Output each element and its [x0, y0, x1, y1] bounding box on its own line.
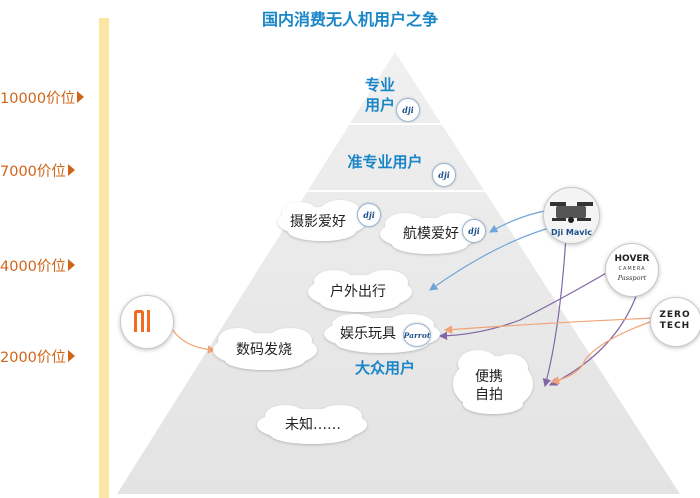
cloud-outdoor [308, 270, 412, 312]
cloud-photography [278, 200, 366, 241]
cloud-portable-line2: 自拍 [475, 387, 503, 403]
triangle-right-icon [77, 91, 85, 103]
price-axis-bar [99, 18, 109, 498]
cloud-portable [453, 350, 533, 414]
brand-zerotech-line1: ZERO [659, 310, 691, 320]
tier-professional: 专业 用户 [355, 75, 405, 115]
brand-mi [120, 295, 174, 349]
tier-professional-line1: 专业 [364, 76, 395, 94]
price-level-label: 7000价位 [0, 163, 66, 180]
cloud-model-aircraft-label: 航模爱好 [403, 226, 459, 242]
price-level-label: 2000价位 [0, 349, 66, 366]
brand-hover: HOVER CAMERA Passport [605, 243, 659, 297]
diagram-title: 国内消费无人机用户之争 [261, 10, 438, 29]
cloud-unknown-label: 未知…… [285, 417, 341, 433]
brand-zerotech-line2: TECH [659, 321, 691, 331]
brand-hover-line3: Passport [617, 274, 647, 282]
arrow-hover-to-toys [438, 267, 616, 341]
cloud-portable-label: 便携 自拍 [475, 368, 503, 404]
tier-mass: 大众用户 [354, 359, 415, 377]
dji-logo-icon: dji [357, 203, 381, 227]
brand-zerotech: ZERO TECH [650, 297, 700, 347]
price-level-10000: 10000价位 [0, 87, 85, 107]
cloud-digital-label: 数码发烧 [236, 342, 292, 358]
arrow-mi-to-digital [167, 321, 217, 354]
arrow-zerotech-to-toys [443, 317, 656, 334]
tier-professional-line2: 用户 [364, 96, 395, 114]
price-level-7000: 7000价位 [0, 160, 75, 180]
price-level-4000: 4000价位 [0, 255, 75, 275]
brand-hover-line1: HOVER [614, 254, 650, 264]
cloud-portable-line1: 便携 [475, 369, 503, 385]
brand-dji-mavic-label: Dji Mavic [551, 228, 592, 237]
price-level-2000: 2000价位 [0, 346, 75, 366]
brand-dji-mavic: Dji Mavic [543, 187, 600, 244]
cloud-toys-label: 娱乐玩具 [340, 326, 396, 342]
dji-logo-icon: dji [462, 219, 486, 243]
arrow-hover-to-portable [548, 284, 641, 386]
triangle-right-icon [67, 350, 75, 362]
cloud-unknown [257, 405, 367, 444]
price-level-label: 10000价位 [0, 90, 76, 107]
price-level-label: 4000价位 [0, 258, 66, 275]
triangle-right-icon [67, 259, 75, 271]
arrow-zerotech-to-portable [550, 321, 651, 385]
cloud-digital [213, 328, 317, 370]
parrot-logo-icon: Parrot [403, 323, 431, 347]
brand-hover-line2: CAMERA [618, 266, 646, 272]
drone-icon [550, 202, 593, 223]
tier-semi-professional: 准专业用户 [347, 153, 423, 171]
cloud-outdoor-label: 户外出行 [330, 284, 386, 300]
dji-logo-icon: dji [432, 163, 456, 187]
triangle-right-icon [67, 164, 75, 176]
arrow-mavic-to-portable [542, 235, 567, 388]
cloud-photography-label: 摄影爱好 [290, 214, 346, 230]
mi-logo-icon [134, 310, 160, 332]
dji-logo-icon: dji [396, 98, 420, 122]
